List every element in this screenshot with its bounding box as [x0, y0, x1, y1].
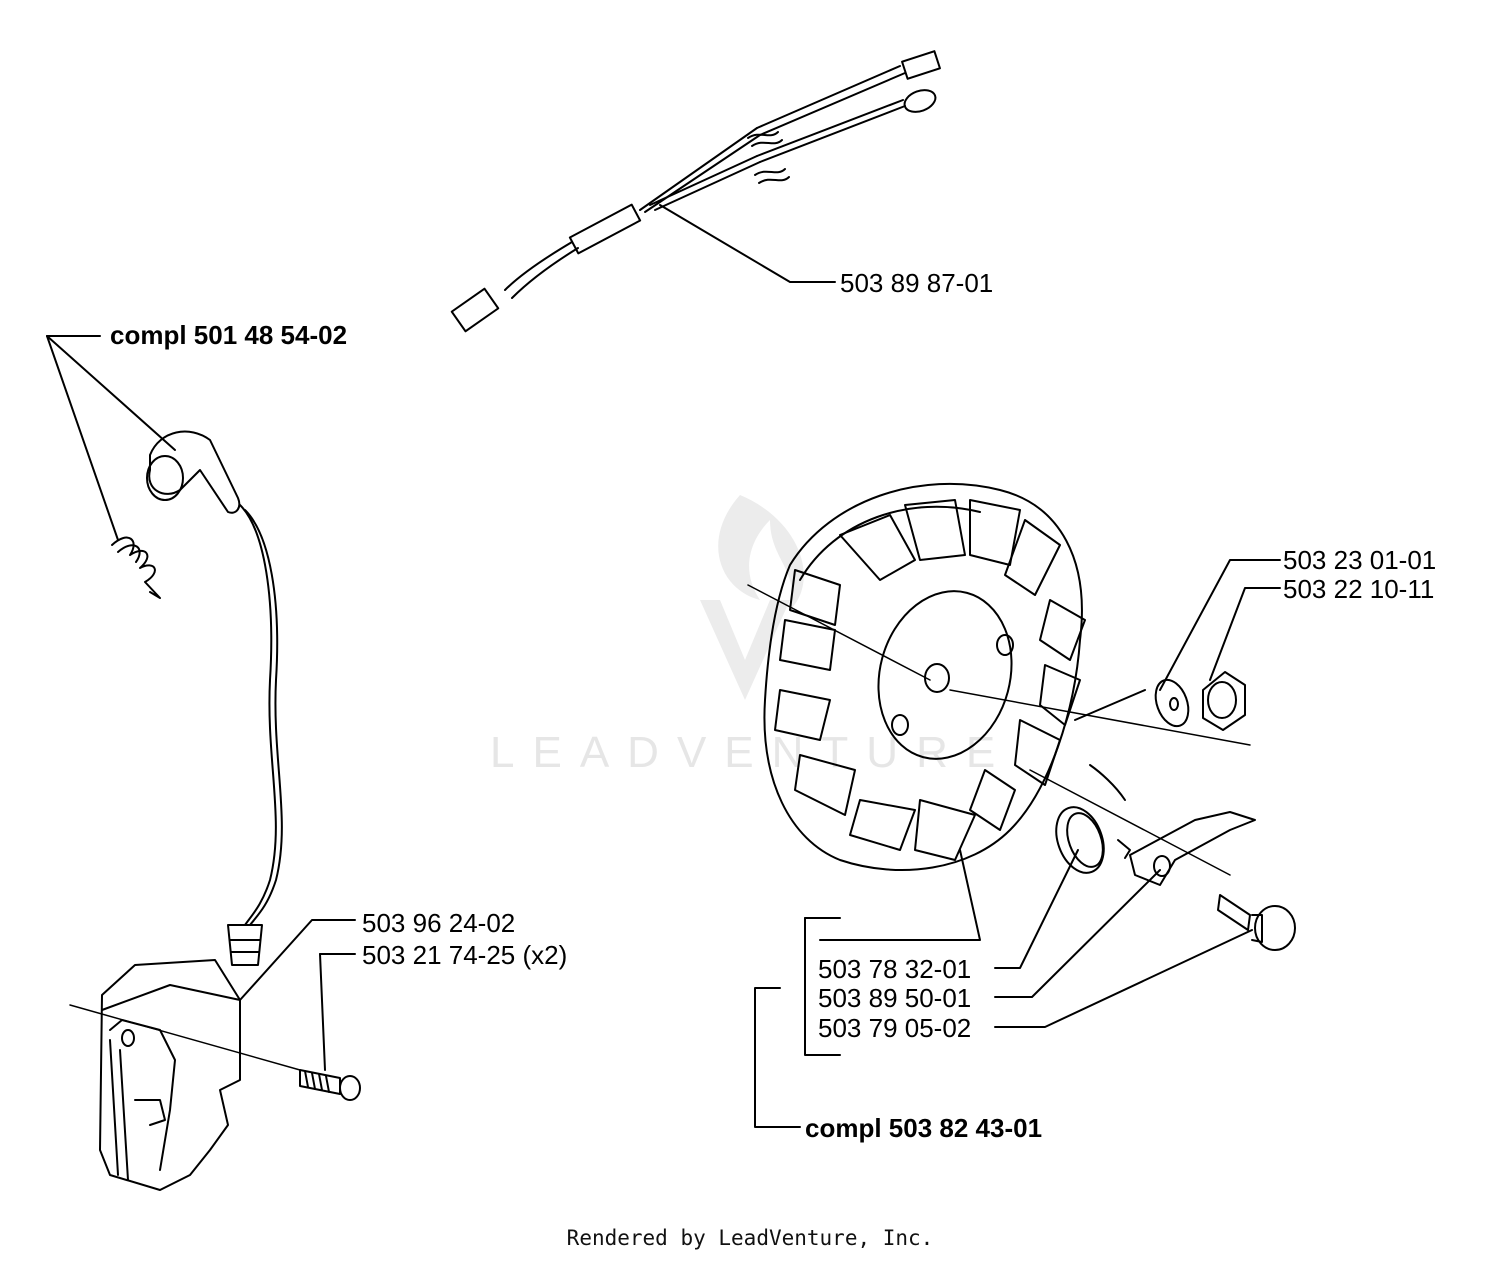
- label-screw: 503 21 74-25 (x2): [362, 940, 568, 970]
- ignition-module-drawing: [46, 335, 361, 1191]
- label-ignition-compl: compl 501 48 54-02: [110, 320, 348, 350]
- wire-harness-drawing: [450, 50, 941, 333]
- label-washer: 503 23 01-01: [1283, 545, 1437, 575]
- label-spring: 503 89 50-01: [818, 983, 972, 1013]
- label-module-part: 503 96 24-02: [362, 908, 516, 938]
- label-pawl-pin: 503 79 05-02: [818, 1013, 972, 1043]
- footer-credit: Rendered by LeadVenture, Inc.: [566, 1226, 934, 1250]
- label-nut: 503 22 10-11: [1283, 574, 1435, 604]
- label-flywheel-compl: compl 503 82 43-01: [805, 1113, 1043, 1143]
- label-flywheel: 503 78 32-01: [818, 954, 972, 984]
- flywheel-drawing: [747, 482, 1296, 1128]
- label-wire-harness: 503 89 87-01: [840, 268, 994, 298]
